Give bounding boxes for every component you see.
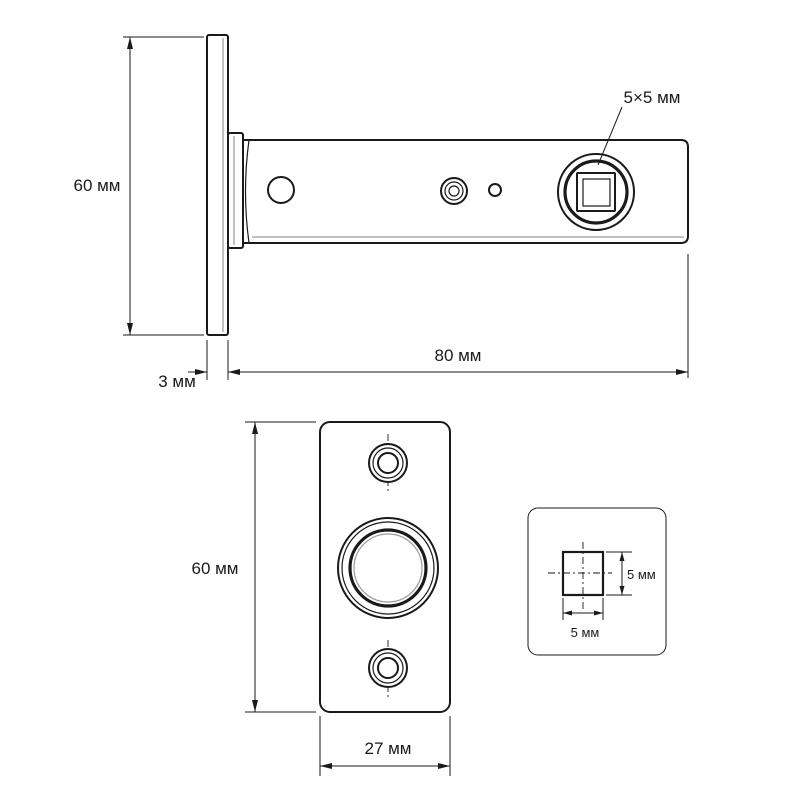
spindle-leader-line: [597, 106, 623, 166]
front-width-label: 27 мм: [364, 739, 411, 758]
length-label: 80 мм: [434, 346, 481, 365]
side-spindle-socket-inner: [563, 159, 629, 225]
side-body-hole: [267, 176, 295, 204]
front-top-screw-hole-inner: [377, 452, 399, 474]
side-view: 5×5 мм 60 мм 3 мм 80 мм: [73, 34, 689, 391]
front-top-screw-hole-mid: [372, 447, 404, 479]
front-view: 60 мм 27 мм: [191, 421, 451, 776]
side-body-screw-inner: [444, 181, 464, 201]
side-spindle-square: [576, 172, 616, 212]
side-body-pin: [488, 183, 502, 197]
front-bolt-ring-mid: [341, 521, 435, 615]
side-height-label: 60 мм: [73, 176, 120, 195]
spindle-size-label: 5×5 мм: [624, 88, 681, 107]
front-bottom-screw-hole-inner: [377, 657, 399, 679]
front-bolt-ring-outer: [337, 517, 439, 619]
spindle-detail-height-label: 5 мм: [627, 567, 656, 582]
side-collar: [227, 132, 244, 249]
side-spindle-square-inner: [582, 178, 611, 207]
front-bolt-ring-inner: [348, 528, 428, 608]
side-body-screw-core: [448, 185, 460, 197]
side-body-tube-end-curve: [244, 139, 250, 244]
spindle-detail-square: [561, 550, 605, 597]
faceplate-thickness-label: 3 мм: [158, 372, 196, 391]
front-bolt-ring-core: [353, 533, 423, 603]
front-bottom-screw-hole-mid: [372, 652, 404, 684]
spindle-detail-width-label: 5 мм: [571, 625, 600, 640]
spindle-detail: 5 мм 5 мм: [527, 507, 667, 656]
front-height-label: 60 мм: [191, 559, 238, 578]
side-faceplate: [206, 34, 229, 336]
